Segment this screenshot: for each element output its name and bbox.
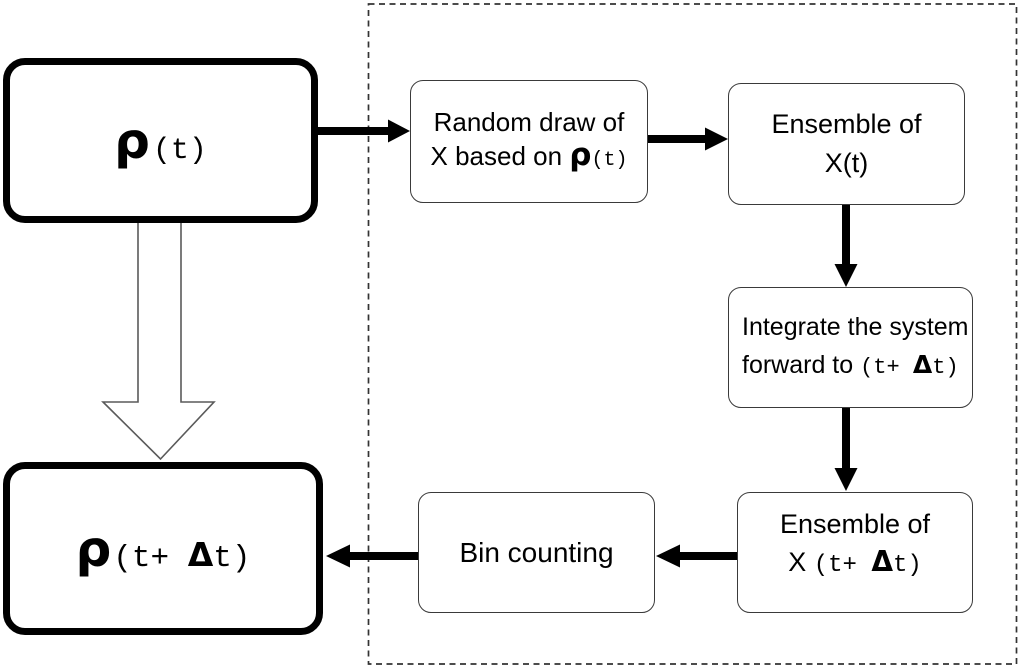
hollow-down-arrow [101, 213, 216, 461]
random-draw-line2-text: X based on [430, 141, 570, 171]
random-draw-line1: Random draw of [433, 107, 625, 137]
integrate-line1: Integrate the system [742, 313, 969, 341]
delta-symbol: Δ [871, 545, 893, 578]
ensemble-xtdt-argument-open: (t+ [813, 552, 872, 579]
random-draw-argument: (t) [591, 149, 628, 172]
delta-symbol: Δ [912, 350, 933, 379]
arrow-randomdraw-to-ensemble-head [705, 127, 728, 151]
arrow-integrate-to-ensembledt-head [834, 468, 858, 491]
delta-symbol: Δ [187, 534, 214, 574]
ensemble-xtdt-line2-text: X [788, 547, 814, 577]
integrate-line2-text: forward to [742, 351, 861, 379]
rho-t-box: ρ(t) [3, 58, 318, 223]
ensemble-xt-line2: X(t) [824, 148, 869, 178]
integrate-line2: forward to (t+ Δt) [742, 346, 959, 386]
ensemble-xtdt-argument-close: t) [892, 552, 922, 579]
arrow-rho-to-randomdraw-head [388, 119, 410, 143]
random-draw-line2: X based on ρ(t) [431, 139, 628, 177]
rho-tdt-argument-close: t) [213, 540, 251, 576]
rho-tdt-label: ρ(t+ Δt) [76, 519, 251, 579]
bin-counting-label: Bin counting [459, 536, 614, 568]
rho-t-argument: (t) [152, 133, 207, 168]
arrow-bincount-to-rhodt-head [326, 544, 350, 568]
rho-symbol: ρ [114, 111, 150, 170]
rho-symbol: ρ [569, 137, 592, 173]
ensemble-xtdt-line1: Ensemble of [779, 509, 931, 539]
bin-counting-box: Bin counting [418, 492, 655, 613]
ensemble-xt-box: Ensemble of X(t) [728, 83, 965, 205]
ensemble-xtdt-line2: X (t+ Δt) [788, 543, 922, 585]
dashed-region-border [367, 3, 1018, 665]
ensemble-xt-line1: Ensemble of [771, 109, 922, 139]
ensemble-xtdt-box: Ensemble of X (t+ Δt) [737, 492, 973, 613]
rho-symbol: ρ [75, 519, 112, 578]
rho-tdt-box: ρ(t+ Δt) [3, 462, 323, 635]
integrate-box: Integrate the system forward to (t+ Δt) [728, 287, 973, 408]
arrow-ensembledt-to-bincount-head [656, 544, 680, 568]
rho-t-label: ρ(t) [114, 111, 207, 171]
arrow-ensemble-to-integrate-head [834, 264, 858, 287]
random-draw-box: Random draw of X based on ρ(t) [410, 80, 648, 203]
rho-tdt-argument-open: (t+ [113, 540, 188, 576]
integrate-argument-open: (t+ [860, 355, 913, 380]
integrate-argument-close: t) [932, 355, 959, 380]
